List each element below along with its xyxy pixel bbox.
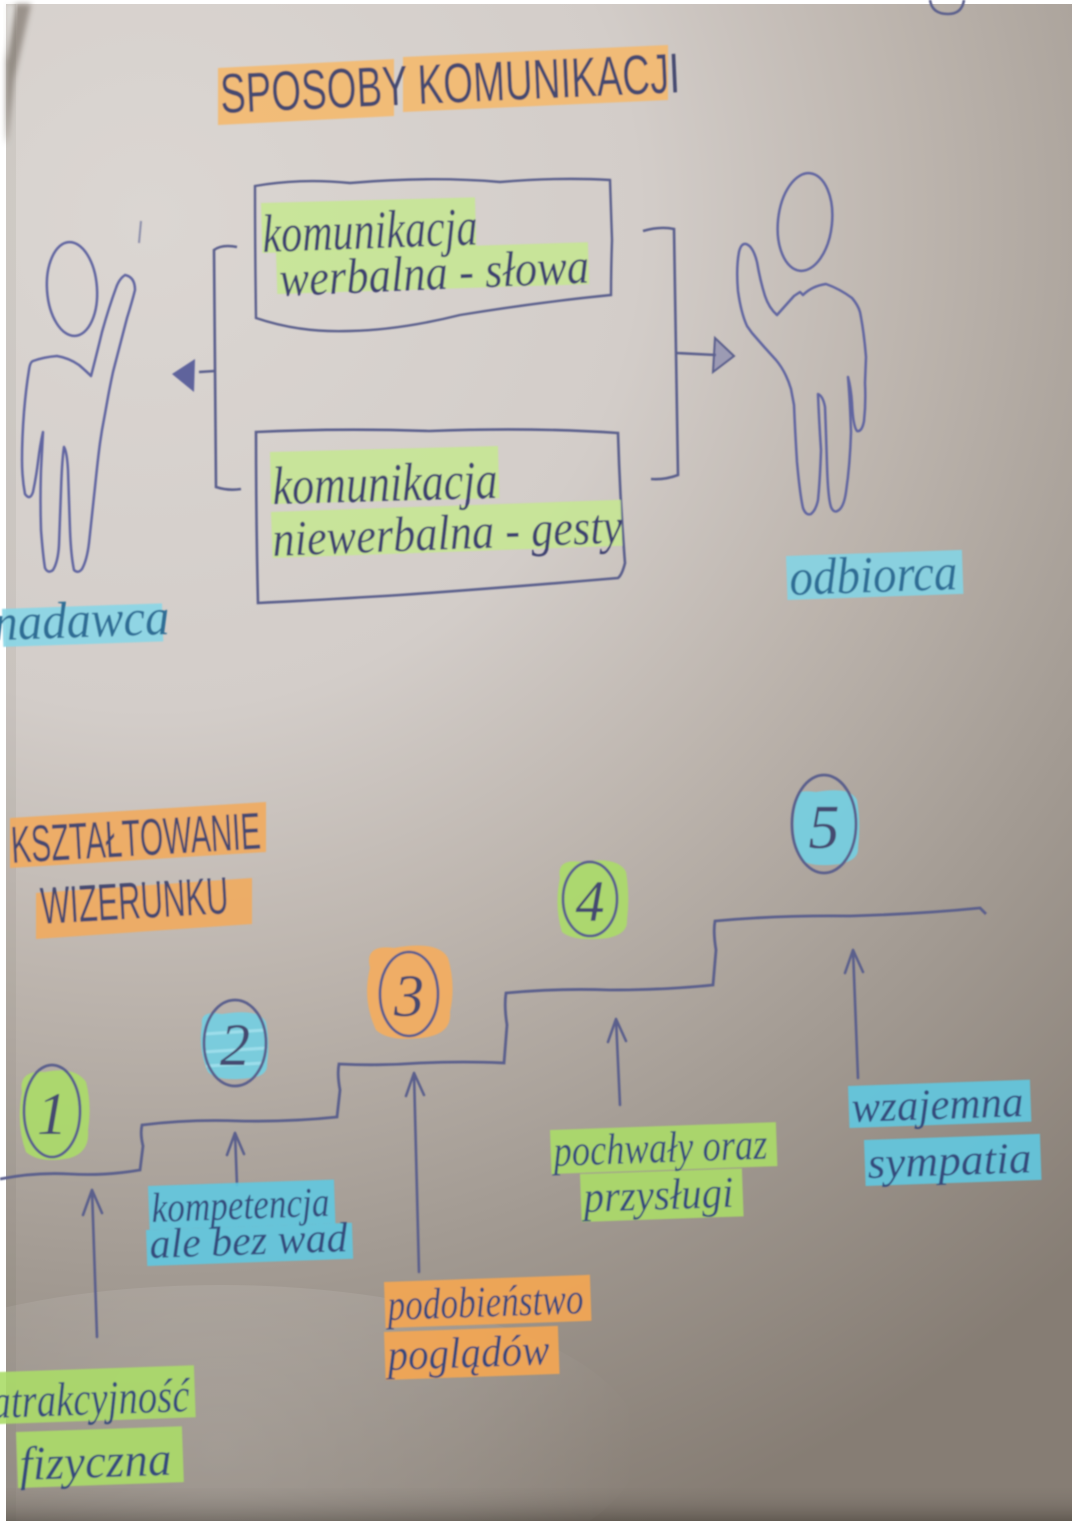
svg-text:werbalna - słowa: werbalna - słowa [278,238,590,307]
svg-text:poglądów: poglądów [384,1325,551,1380]
svg-text:odbiorca: odbiorca [788,544,958,607]
svg-text:5: 5 [809,794,840,862]
svg-text:komunikacja: komunikacja [272,450,499,516]
svg-text:niewerbalna - gesty: niewerbalna - gesty [271,498,624,567]
svg-text:3: 3 [393,963,424,1029]
svg-text:kompetencja: kompetencja [151,1180,330,1232]
svg-text:nadawca: nadawca [0,589,170,652]
svg-text:2: 2 [220,1012,250,1078]
svg-text:1: 1 [37,1081,67,1147]
svg-text:podobieństwo: podobieństwo [384,1274,584,1330]
svg-text:ale bez wad: ale bez wad [149,1215,349,1268]
svg-text:WIZERUNKU: WIZERUNKU [39,867,230,936]
svg-text:sympatia: sympatia [867,1133,1033,1188]
svg-text:komunikacja: komunikacja [261,197,478,264]
svg-text:KSZTAŁTOWANIE: KSZTAŁTOWANIE [9,803,262,875]
svg-text:wzajemna: wzajemna [851,1077,1025,1132]
svg-text:przysługi: przysługi [580,1168,734,1222]
svg-text:pochwały oraz: pochwały oraz [550,1120,768,1177]
svg-text:4: 4 [576,869,605,934]
svg-text:fizyczna: fizyczna [19,1433,173,1491]
svg-text:atrakcyjność: atrakcyjność [0,1369,192,1429]
